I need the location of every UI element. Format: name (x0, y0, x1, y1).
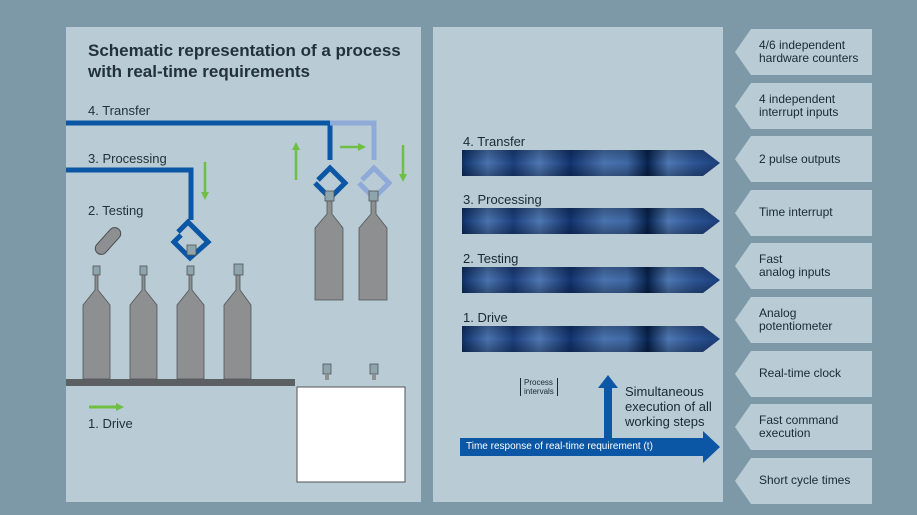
process-panel (433, 27, 723, 502)
feature-tab-shape (735, 82, 872, 129)
feature-tab-line: Short cycle times (759, 473, 851, 488)
feature-tab-line: hardware counters (759, 51, 859, 65)
testing-label: 2. Testing (88, 203, 144, 218)
simultaneous-line-1: Simultaneous (625, 384, 704, 399)
feature-tab-line: 2 pulse outputs (759, 151, 841, 166)
transfer-label: 4. Transfer (88, 103, 151, 118)
feature-tab-label: 2 pulse outputs (759, 136, 871, 182)
process-intervals-line-2: intervals (524, 387, 554, 396)
test-probe (94, 227, 122, 255)
processing-label: 3. Processing (88, 151, 167, 166)
feature-tab: 2 pulse outputs (735, 136, 872, 183)
crate (296, 363, 406, 483)
process-bar-testing (462, 267, 720, 293)
feature-tab: Real-time clock (735, 350, 872, 397)
process-intervals-line-1: Process (524, 378, 553, 387)
feature-tab-line: Real-time clock (759, 366, 842, 381)
feature-tab-line: analog inputs (759, 265, 831, 280)
feature-tab-shape (735, 457, 872, 504)
simultaneous-line-2: execution of all (625, 399, 712, 414)
transfer-line-ghost (330, 120, 377, 160)
simultaneous-label: Simultaneous execution of all working st… (625, 384, 712, 429)
process-bar-label-transfer: 4. Transfer (463, 134, 526, 149)
process-bar-drive (462, 326, 720, 352)
feature-tab-shape (735, 243, 872, 290)
feature-tab-line: 4 independent (759, 91, 836, 106)
process-bar-label-testing: 2. Testing (463, 251, 519, 266)
process-bar-transfer (462, 150, 720, 176)
feature-tab-line: interrupt inputs (759, 104, 839, 119)
feature-tab: Time interrupt (735, 189, 872, 236)
bottle-1 (82, 265, 111, 380)
process-bar-processing (462, 208, 720, 234)
feature-tab-shape (735, 136, 872, 183)
bottle-4 (223, 263, 252, 380)
feature-tab-label: Time interrupt (759, 190, 871, 236)
feature-tab-shape (735, 189, 872, 236)
processing-line (66, 167, 194, 220)
process-intervals-label: Process intervals (520, 378, 558, 396)
lifted-bottle-ghost (358, 190, 388, 301)
bottle-2 (129, 265, 158, 380)
simultaneous-arrow (598, 375, 618, 440)
feature-tab-line: execution (759, 426, 811, 441)
process-bar-label-drive: 1. Drive (463, 310, 508, 325)
conveyor-belt (66, 379, 295, 386)
feature-tab-line: Analog (759, 306, 797, 320)
feature-tab-label: Real-time clock (759, 351, 871, 397)
feature-tab-shape (735, 297, 872, 343)
feature-tab-line: Fast command (759, 413, 839, 428)
feature-tab-shape (735, 404, 872, 451)
time-axis-arrow (460, 431, 720, 463)
lifted-bottle (314, 190, 344, 301)
bottle-3 (176, 244, 205, 380)
time-axis-label: Time response of real-time requirement (… (466, 441, 653, 452)
feature-tab-shape (735, 29, 872, 75)
processing-gripper (170, 218, 212, 262)
drive-label: 1. Drive (88, 416, 133, 431)
feature-tab-label: Short cycle times (759, 458, 871, 504)
feature-tab-shape (735, 350, 872, 397)
simultaneous-line-3: working steps (625, 414, 705, 429)
diagram-title: Schematic representation of a process wi… (88, 41, 401, 81)
feature-tab-line: Fast (759, 252, 783, 267)
feature-tab: Short cycle times (735, 457, 872, 504)
process-bar-label-processing: 3. Processing (463, 192, 542, 207)
feature-tab-line: potentiometer (759, 319, 833, 333)
feature-tab-line: Time interrupt (759, 205, 833, 220)
feature-tab-line: 4/6 independent (759, 38, 846, 52)
